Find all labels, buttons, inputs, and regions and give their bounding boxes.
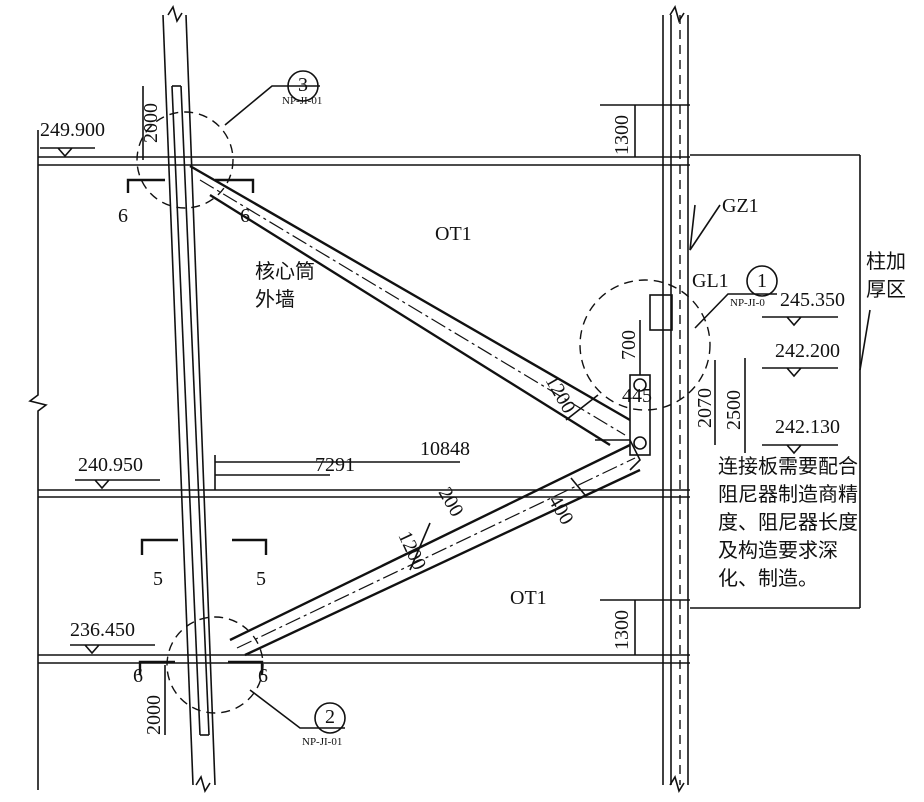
section-6-d: 6 [258,665,268,687]
note-line: 连接板需要配合 [718,454,858,478]
dim-200: 200 [434,484,468,521]
brace-ot1-upper [189,164,631,447]
dimension-lines [142,86,871,735]
label-column-thickened-1: 柱加 [866,249,906,273]
dim-2070: 2070 [694,388,716,428]
dim-7291: 7291 [315,454,355,476]
detail-3-number: 3 [298,74,308,96]
section-6-a: 6 [118,205,128,227]
elevation-245-350: 245.350 [780,289,845,311]
core-wall [162,5,216,793]
section-6-b: 6 [240,205,250,227]
dim-1300-bottom: 1300 [611,610,633,650]
elevation-236-450: 236.450 [70,619,135,641]
detail-2-number: 2 [325,706,335,728]
section-5-a: 5 [153,568,163,590]
left-boundary [28,130,48,790]
elevation-249-900: 249.900 [40,119,105,141]
note-line: 化、制造。 [718,566,818,590]
dim-1200-upper: 1200 [541,372,580,418]
label-column-thickened-2: 厚区 [866,277,906,301]
label-ot1-lower: OT1 [510,587,547,609]
elevation-240-950: 240.950 [78,454,143,476]
detail-2-ref: NP-JI-01 [302,736,342,748]
section-markers [126,178,268,675]
dim-1300-top: 1300 [611,115,633,155]
detail-1-number: 1 [757,270,767,292]
dim-2000-bottom: 2000 [143,695,165,735]
section-5-b: 5 [256,568,266,590]
brace-ot1-lower [229,294,673,657]
elevation-markers [40,147,838,655]
note-line: 阻尼器制造商精 [718,482,858,506]
steel-column-gz1 [662,5,861,793]
label-gz1: GZ1 [722,195,759,217]
elevation-242-200: 242.200 [775,340,840,362]
detail-3-ref: NP-JI-01 [282,95,322,107]
note-line: 及构造要求深 [718,538,838,562]
elevation-242-130: 242.130 [775,416,840,438]
dim-10848: 10848 [420,438,470,460]
dim-700: 700 [618,330,640,360]
label-core-tube: 核心筒 [255,259,315,283]
label-gl1: GL1 [692,270,729,292]
note-line: 度、阻尼器长度 [718,510,858,534]
dim-445: 445 [622,385,652,407]
detail-circles [136,70,778,734]
design-note: 连接板需要配合 阻尼器制造商精 度、阻尼器长度 及构造要求深 化、制造。 [718,454,858,590]
label-outer-wall: 外墙 [255,287,295,311]
label-ot1-upper: OT1 [435,223,472,245]
detail-1-ref: NP-JI-0 [730,297,765,309]
dim-2000-top: 2000 [140,103,162,143]
section-6-c: 6 [133,665,143,687]
dim-2500: 2500 [723,390,745,430]
